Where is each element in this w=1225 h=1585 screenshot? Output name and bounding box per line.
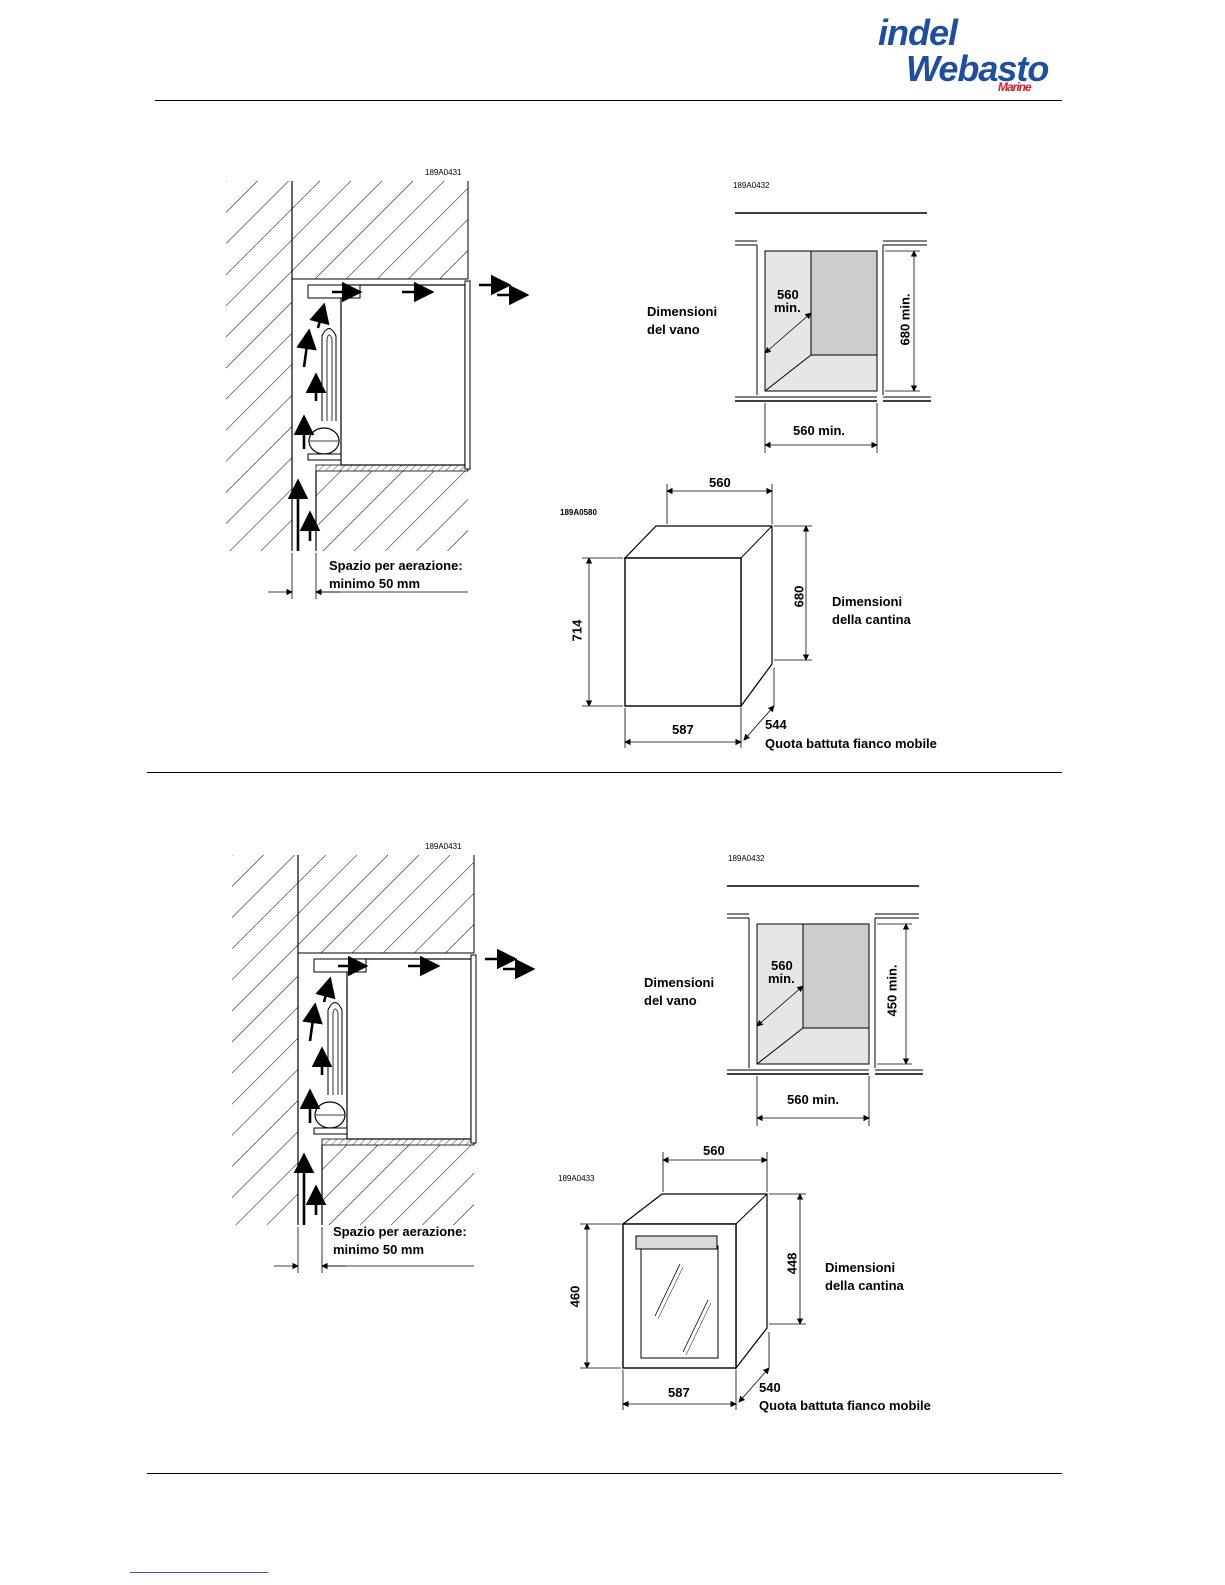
side-view-top [226, 181, 527, 599]
ventilation-label: minimo 50 mm [333, 1242, 425, 1257]
drawing-code: 189A0432 [728, 854, 765, 863]
cabinet-view-top [582, 484, 812, 748]
header-rule [155, 100, 1062, 101]
drawing-code: 189A0580 [560, 508, 597, 517]
niche-width: 560 min. [793, 423, 846, 438]
cabinet-side-depth: 540 [759, 1380, 781, 1395]
cabinet-top-width: 560 [703, 1143, 725, 1158]
drawing-code: 189A0431 [425, 842, 462, 851]
niche-depth: min. [774, 300, 801, 315]
logo-line-indel: indel [878, 12, 958, 53]
section-divider [147, 772, 1062, 773]
niche-depth: min. [768, 971, 795, 986]
niche-depth: 560 [777, 287, 799, 302]
cabinet-bottom-width: 587 [672, 722, 694, 737]
cabinet-view-bottom [580, 1152, 806, 1410]
brand-logo: indel Webasto Marine [878, 14, 1058, 98]
drawing-code: 189A0431 [425, 168, 462, 177]
drawing-code: 189A0433 [558, 1174, 595, 1183]
niche-label: Dimensioni [644, 975, 715, 990]
cabinet-left-height: 714 [569, 619, 585, 642]
cabinet-side-note: Quota battuta fianco mobile [765, 736, 937, 751]
footer-link-underline [130, 1572, 268, 1573]
cabinet-right-height: 448 [784, 1252, 800, 1275]
cabinet-label: della cantina [832, 612, 911, 627]
ventilation-label: Spazio per aerazione: [329, 558, 463, 573]
side-view-bottom [232, 855, 533, 1273]
niche-label: Dimensioni [647, 304, 718, 319]
cabinet-right-height: 680 [791, 585, 807, 608]
cabinet-label: Dimensioni [832, 594, 903, 609]
ventilation-label: Spazio per aerazione: [333, 1224, 467, 1239]
niche-height: 450 min. [884, 964, 900, 1017]
cabinet-left-height: 460 [567, 1285, 583, 1308]
niche-label: del vano [644, 993, 697, 1008]
cabinet-label: Dimensioni [825, 1260, 896, 1275]
niche-width: 560 min. [787, 1092, 840, 1107]
drawing-code: 189A0432 [733, 181, 770, 190]
niche-label: del vano [647, 322, 700, 337]
logo-line-webasto: Webasto [906, 48, 1049, 89]
niche-height: 680 min. [897, 293, 913, 346]
cabinet-bottom-width: 587 [668, 1385, 690, 1400]
cabinet-side-note: Quota battuta fianco mobile [759, 1398, 931, 1413]
ventilation-label: minimo 50 mm [329, 576, 421, 591]
cabinet-side-depth: 544 [765, 717, 787, 732]
niche-depth: 560 [771, 958, 793, 973]
logo-line-marine: Marine [998, 80, 1032, 94]
cabinet-label: della cantina [825, 1278, 904, 1293]
footer-rule [147, 1473, 1062, 1474]
cabinet-top-width: 560 [709, 475, 731, 490]
